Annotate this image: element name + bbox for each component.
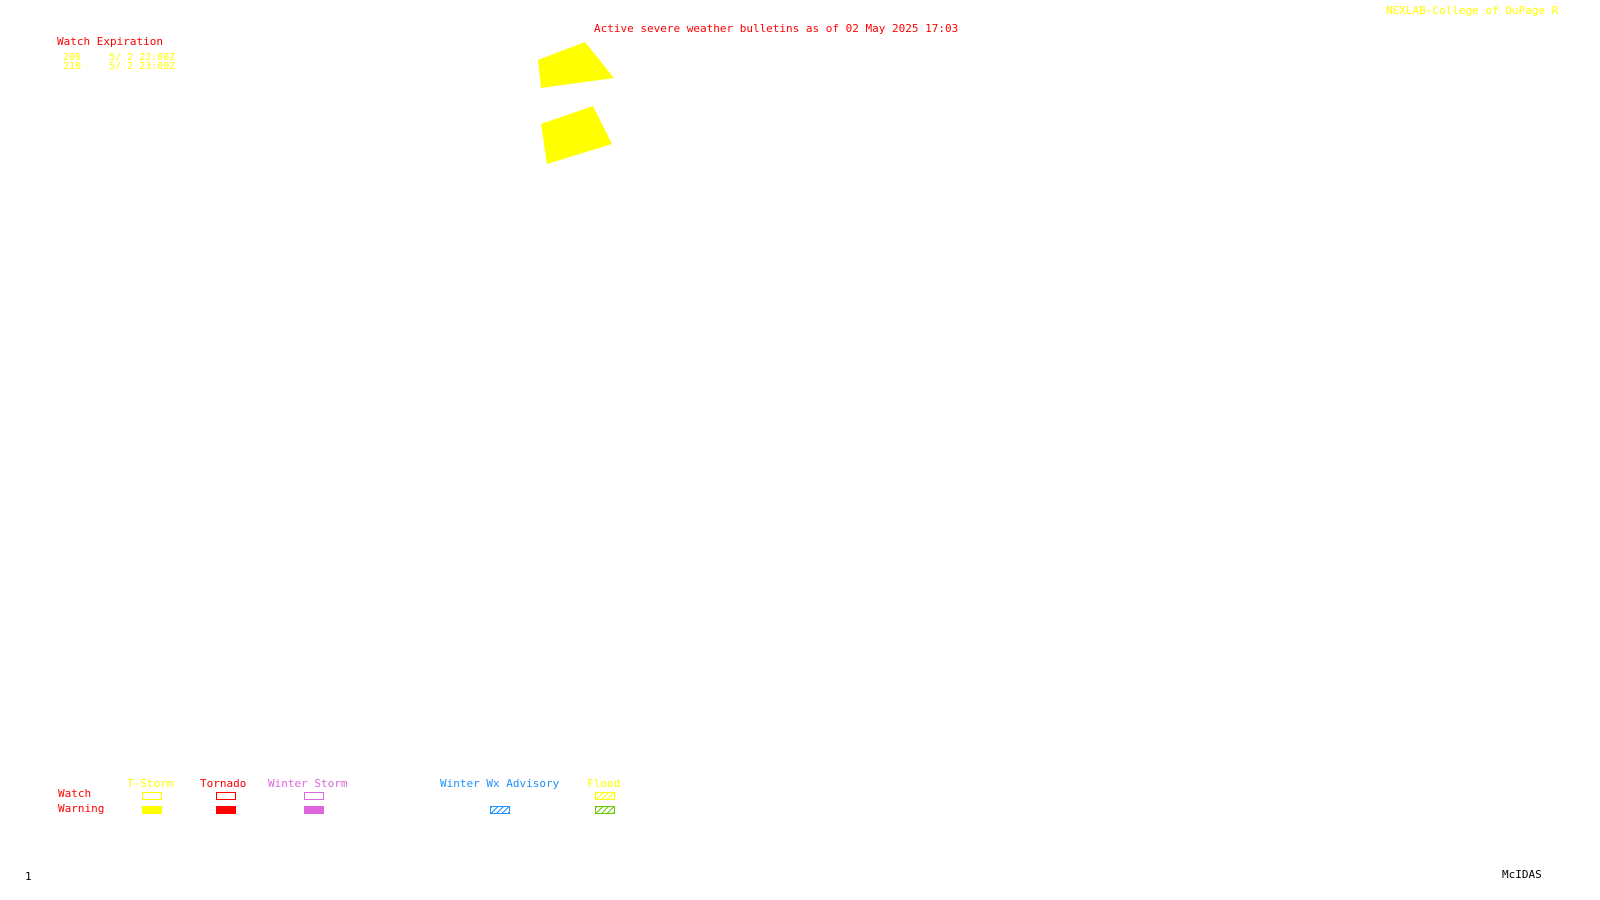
- software-label: McIDAS: [1502, 868, 1542, 881]
- legend-flood-warning-box: [595, 806, 615, 814]
- legend-winter-advisory-label: Winter Wx Advisory: [440, 777, 560, 790]
- watch-row-209: 209 5/ 2 22:00Z: [63, 52, 176, 63]
- watch-area-210[interactable]: [541, 106, 612, 164]
- watch-area-209[interactable]: [538, 42, 614, 88]
- legend-tornado-warning-box: [216, 806, 236, 814]
- credit-label: NEXLAB-College of DuPage R: [1386, 4, 1559, 17]
- watch-expiration-heading: Watch Expiration: [57, 35, 163, 48]
- watch-number: 210: [63, 61, 82, 72]
- legend-winter-storm-label: Winter Storm: [268, 777, 348, 790]
- legend-watch-label: Watch: [58, 787, 92, 800]
- legend-winter-storm-watch-box: [304, 792, 324, 800]
- watch-expires: 5/ 2 23:00Z: [109, 61, 176, 72]
- bulletin-title: Active severe weather bulletins as of 02…: [594, 22, 959, 35]
- frame-number: 1: [25, 870, 32, 883]
- legend-warning-label: Warning: [58, 802, 105, 815]
- legend-flood-watch-box: [595, 792, 615, 800]
- watch-expires: 5/ 2 22:00Z: [109, 52, 176, 63]
- legend-flood-label: Flood: [587, 777, 621, 790]
- legend-winter-advisory-warning-box: [490, 806, 510, 814]
- legend-winter-storm-warning-box: [304, 806, 324, 814]
- legend-tstorm-warning-box: [142, 806, 162, 814]
- watch-number: 209: [63, 52, 82, 63]
- watch-row-210: 210 5/ 2 23:00Z: [63, 61, 176, 72]
- legend-tornado-label: Tornado: [200, 777, 247, 790]
- legend-tstorm-label: T-Storm: [127, 777, 174, 790]
- legend-tornado-watch-box: [216, 792, 236, 800]
- legend-tstorm-watch-box: [142, 792, 162, 800]
